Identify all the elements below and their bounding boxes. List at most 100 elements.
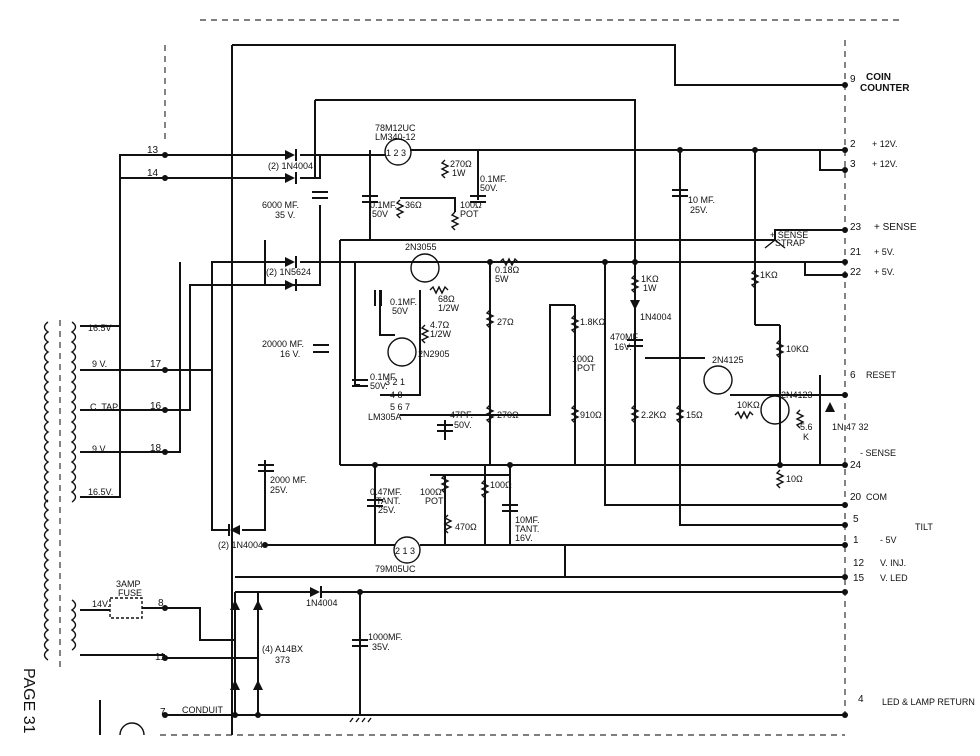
page-number: PAGE 31 xyxy=(20,668,37,734)
res-18k-label: 1.8KΩ xyxy=(580,317,606,327)
conn-neg5v-label: - 5V xyxy=(880,535,897,545)
cap-10b-label: 10MF. xyxy=(515,515,540,525)
conn-sense-plus-label: + SENSE xyxy=(874,222,917,233)
cap-01c-label: 0.1MF. xyxy=(390,297,417,307)
res-22k-label: 2.2KΩ xyxy=(641,410,667,420)
fuse-body xyxy=(109,597,143,619)
regulator-neg5 xyxy=(393,536,421,564)
res-47-label: 4.7Ω xyxy=(430,320,450,330)
conn-5v-label-b: + 5V. xyxy=(874,267,894,277)
transformer-16v5-label-b: 16.5V. xyxy=(88,487,113,497)
transistor-2n3055 xyxy=(410,253,440,283)
diode-mid-label: 1N4004 xyxy=(640,312,672,322)
cap-01d-label: 0.1MF. xyxy=(370,372,397,382)
cap-47pf-voltage: 50V. xyxy=(454,420,472,430)
cap-10a-label: 10 MF. xyxy=(688,195,715,205)
res-100pot-type: POT xyxy=(460,209,479,219)
node-11: 11 xyxy=(155,652,166,663)
cap-01d-voltage: 50V. xyxy=(370,381,388,391)
cap-047-type: TANT. xyxy=(376,496,400,506)
res-100pot2-type: POT xyxy=(577,363,596,373)
transformer-9v-label-a: 9 V. xyxy=(92,359,107,369)
cap-047-label: 0.47MF. xyxy=(370,487,402,497)
diode-middle-label: (2) 1N5624 xyxy=(266,267,311,277)
ic-pins-mid: 4 8 xyxy=(390,390,403,400)
regulator-pos12-part: 78M12UC xyxy=(375,123,416,133)
regulator-pos12-pins: 1 2 3 xyxy=(386,148,406,158)
res-56k-label: 5.6 xyxy=(800,422,813,432)
cap-10a-voltage: 25V. xyxy=(690,205,708,215)
diode-pair-middle xyxy=(285,256,297,291)
conn-counter-label: COUNTER xyxy=(860,83,910,94)
diode-led-feed xyxy=(310,586,322,598)
res-68-label: 68Ω xyxy=(438,294,455,304)
board-outline xyxy=(160,19,900,736)
transformer-9v-label-b: 9 V. xyxy=(92,444,107,454)
diode-bottom-label: (2) 1N4004 xyxy=(218,540,263,550)
cap-01b-voltage: 50V. xyxy=(480,183,498,193)
ground-symbol xyxy=(349,714,372,723)
res-100pot3-label: 100Ω xyxy=(420,487,442,497)
cap-047-voltage: 25V. xyxy=(378,505,396,515)
bridge-label: (4) A14BX xyxy=(262,644,303,654)
res-27-label: 27Ω xyxy=(497,317,514,327)
transistor-2n2905-label: 2N2905 xyxy=(418,349,450,359)
res-15-label: 15Ω xyxy=(686,410,703,420)
conn-reset-label: RESET xyxy=(866,370,897,380)
zener-label: 1N 47 32 xyxy=(832,422,869,432)
conn-coin-label: COIN xyxy=(866,72,891,83)
res-68-watt: 1/2W xyxy=(438,303,460,313)
conn-pin-6: 6 xyxy=(850,370,856,381)
cap-470-voltage: 16V. xyxy=(614,342,632,352)
diode-pair-bottom xyxy=(228,524,240,536)
conn-vinj-label: V. INJ. xyxy=(880,558,906,568)
res-100pot2-label: 100Ω xyxy=(572,354,594,364)
res-270b-label: 270Ω xyxy=(497,410,519,420)
res-470-label: 470Ω xyxy=(455,522,477,532)
connector-dots xyxy=(162,82,848,718)
resistor-symbols xyxy=(395,159,805,534)
cap-2000-voltage: 25V. xyxy=(270,485,288,495)
transformer-14v-label: 14V. xyxy=(92,599,110,609)
conn-com-label: COM xyxy=(866,492,887,502)
cap-470-label: 470MF. xyxy=(610,332,640,342)
cap-47pf-label: 47PF. xyxy=(450,410,473,420)
res-1ka-watt: 1W xyxy=(643,283,657,293)
transistor-2n3055-label: 2N3055 xyxy=(405,242,437,252)
ic-pins-bot: 5 6 7 xyxy=(390,402,410,412)
res-36-label: 36Ω xyxy=(405,200,422,210)
node-7: 7 xyxy=(160,707,166,718)
zener-diode xyxy=(825,402,835,412)
transistor-2n4123 xyxy=(760,395,790,425)
cap-6000-voltage: 35 V. xyxy=(275,210,295,220)
sense-strap-symbol xyxy=(764,239,786,249)
conn-5v-label-a: + 5V. xyxy=(874,247,894,257)
res-10ka-label: 10KΩ xyxy=(786,344,809,354)
node-17: 17 xyxy=(150,359,162,370)
node-13: 13 xyxy=(147,145,159,156)
conn-pin-9: 9 xyxy=(850,74,856,85)
sense-strap-label-2: STRAP xyxy=(775,238,805,248)
regulator-neg5-pins: 2 1 3 xyxy=(395,546,415,556)
res-018-label: 0.18Ω xyxy=(495,265,520,275)
capacitor-symbols xyxy=(258,189,688,647)
res-910-label: 910Ω xyxy=(580,410,602,420)
cap-01c-voltage: 50V xyxy=(392,306,408,316)
conn-pin-12: 12 xyxy=(853,558,865,569)
conn-sense-minus-label: - SENSE xyxy=(860,448,896,458)
ic-part-label: LM305A xyxy=(368,412,402,422)
cap-20000-voltage: 16 V. xyxy=(280,349,300,359)
res-10-label: 10Ω xyxy=(786,474,803,484)
conn-12v-label-a: + 12V. xyxy=(872,139,897,149)
diode-top-label: (2) 1N4004 xyxy=(268,161,313,171)
cap-10b-voltage: 16V. xyxy=(515,533,533,543)
res-270a-label: 270Ω xyxy=(450,159,472,169)
transistor-2n2905 xyxy=(387,337,417,367)
transistor-2n4125-label: 2N4125 xyxy=(712,355,744,365)
sense-strap-label-1: + SENSE xyxy=(770,230,808,240)
conn-vled-label: V. LED xyxy=(880,573,908,583)
cap-1000-label: 1000MF. xyxy=(368,632,403,642)
res-100pot3-type: POT xyxy=(425,496,444,506)
cap-1000-voltage: 35V. xyxy=(372,642,390,652)
res-1kb-label: 1KΩ xyxy=(760,270,778,280)
